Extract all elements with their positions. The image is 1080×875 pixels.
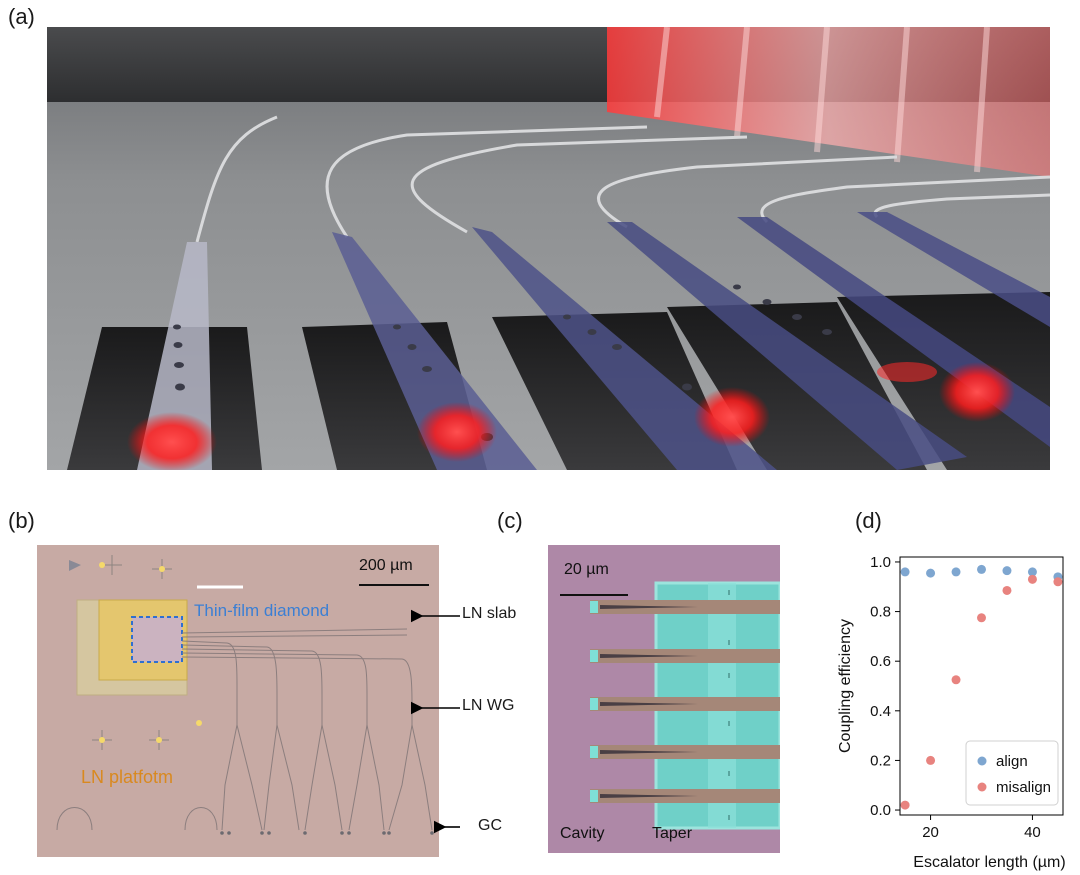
taper-label: Taper (652, 825, 693, 842)
legend-label-align: align (996, 753, 1028, 770)
cavity-waveguides (590, 600, 780, 803)
panel-b-device-drawing (56, 555, 434, 835)
align-point (900, 567, 910, 577)
y-tick-label: 0.2 (870, 752, 891, 769)
legend-marker-align (977, 756, 987, 766)
align-point (926, 568, 936, 578)
legend-marker-misalign (977, 782, 987, 792)
x-tick-label: 40 (1024, 824, 1041, 841)
y-tick-label: 0.0 (870, 802, 891, 819)
align-point (1002, 566, 1012, 576)
misalign-point (1027, 574, 1037, 584)
panel-d-label: (d) (855, 508, 882, 533)
panel-b-micrograph: 200 µm Thin-film diamond LN platfotm (37, 545, 439, 857)
y-tick-label: 0.6 (870, 653, 891, 670)
align-point (977, 564, 986, 574)
misalign-point (951, 675, 961, 685)
legend-label-misalign: misalign (996, 779, 1051, 796)
cavity-label: Cavity (560, 825, 605, 842)
panel-b-arrows (410, 609, 460, 834)
panel-c-label: (c) (497, 508, 523, 533)
x-axis-label: Escalator length (µm) (913, 854, 1065, 871)
misalign-point (926, 755, 936, 765)
y-tick-label: 0.8 (870, 604, 891, 621)
callout-gc: GC (478, 817, 502, 834)
chart-points (900, 564, 1063, 810)
align-point (951, 567, 961, 577)
callout-ln-wg: LN WG (462, 697, 515, 714)
scale-bar-c-label: 20 µm (564, 561, 609, 578)
misalign-point (1053, 577, 1063, 587)
misalign-point (1002, 585, 1012, 595)
panel-a-render (47, 27, 1050, 470)
callout-ln-slab: LN slab (462, 605, 517, 622)
align-point (1027, 567, 1037, 577)
panel-a-label: (a) (8, 4, 35, 29)
legend-box (965, 740, 1059, 806)
panel-c-micrograph: 20 µm Cavity Taper (548, 545, 780, 853)
y-tick-label: 0.4 (870, 703, 891, 720)
platform-label: LN platfotm (81, 767, 174, 787)
chart-legend: align misalign (965, 740, 1059, 806)
misalign-point (900, 800, 910, 810)
y-tick-label: 1.0 (870, 554, 891, 571)
plot-frame (899, 556, 1064, 816)
scale-bar-b-label: 200 µm (359, 557, 413, 574)
diamond-label: Thin-film diamond (194, 601, 330, 620)
panel-b-label: (b) (8, 508, 35, 533)
y-axis-label: Coupling efficiency (837, 619, 854, 753)
x-tick-label: 20 (922, 824, 939, 841)
panel-c-device-drawing (560, 581, 780, 830)
misalign-point (977, 613, 986, 623)
